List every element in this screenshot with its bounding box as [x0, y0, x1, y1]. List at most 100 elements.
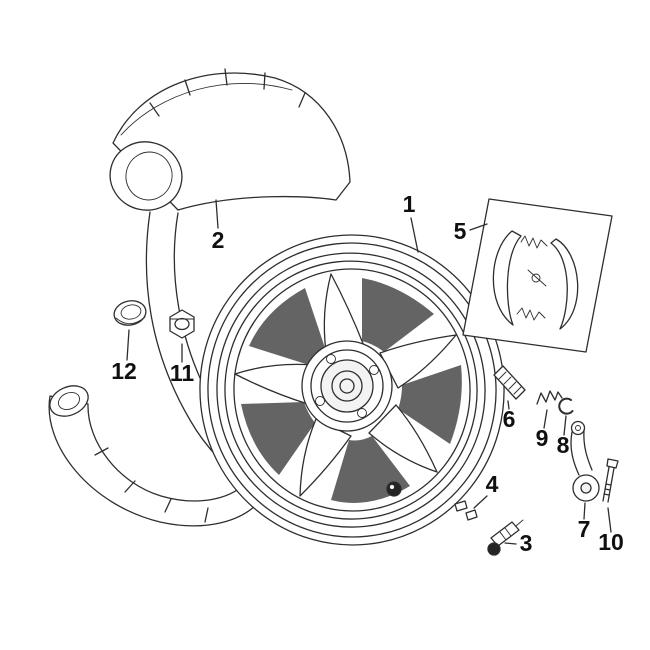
brake-arm-body-left	[570, 431, 580, 476]
brake-spring-top	[520, 235, 548, 249]
valve-collar-1	[504, 527, 512, 537]
wheel-face-edge	[233, 268, 471, 512]
brake-arm-eye	[570, 420, 586, 436]
pin-bolt-collar	[513, 386, 522, 395]
pin-bolt	[493, 365, 526, 400]
nut-hole	[174, 317, 190, 331]
callout-6: 6	[503, 400, 516, 432]
spoke-shade-4	[398, 365, 462, 444]
leader-4	[473, 495, 488, 509]
wheel-hub	[301, 340, 393, 432]
long-bolt	[602, 458, 619, 503]
callout-9: 9	[536, 409, 549, 451]
valve-collar-2	[499, 531, 507, 541]
brake-shoe-right	[550, 238, 579, 330]
bolt-threads	[603, 483, 612, 496]
washer-clip-shape	[558, 397, 574, 415]
hub-ring-4	[331, 370, 363, 402]
pin-bolt-thread-1	[498, 371, 507, 380]
callout-7: 7	[578, 502, 591, 542]
rim-valve-hole	[386, 481, 402, 497]
tire-open-end-bottom	[49, 385, 89, 417]
callout-label-4: 4	[486, 471, 499, 497]
brake-arm-eye-hole	[575, 425, 581, 431]
leader-8	[563, 415, 567, 436]
callout-10: 10	[598, 507, 624, 555]
axle-nut	[169, 309, 195, 339]
callouts: 1 2 3 4 5 6 7 8	[111, 191, 624, 556]
valve-tip	[515, 519, 524, 527]
brake-cam-line	[527, 269, 547, 287]
tire-open-end-bottom-inner	[57, 391, 81, 411]
callout-label-1: 1	[403, 191, 416, 217]
leader-5	[469, 223, 488, 231]
callout-label-7: 7	[578, 516, 591, 542]
coil-spring	[536, 390, 563, 405]
brake-shoe-assembly	[462, 198, 613, 353]
valve-core-parts	[454, 500, 478, 521]
pin-bolt-thread-2	[503, 376, 512, 385]
callout-label-6: 6	[503, 406, 516, 432]
leader-2	[215, 199, 219, 229]
leader-6	[507, 400, 510, 410]
brake-arm	[570, 420, 600, 502]
callout-12: 12	[111, 329, 137, 384]
spoke-blade-1	[323, 273, 365, 353]
brake-arm-body-right	[583, 429, 593, 471]
cap-outer	[113, 300, 147, 326]
brake-shoe-box	[462, 198, 613, 353]
pin-bolt-thread-3	[508, 381, 517, 390]
callout-label-3: 3	[520, 530, 533, 556]
hub-lug-3	[315, 396, 325, 406]
spoke-blade-4	[368, 404, 438, 473]
bolt-head	[606, 458, 619, 469]
callout-label-5: 5	[454, 218, 467, 244]
callout-label-8: 8	[557, 432, 570, 458]
callout-label-12: 12	[111, 358, 137, 384]
spoke-blade-3	[299, 418, 352, 497]
callout-label-10: 10	[598, 529, 624, 555]
valve-core-piece-2	[465, 509, 478, 521]
spoke-shade-2	[241, 402, 315, 475]
leader-3	[504, 542, 517, 545]
tire-open-end-top-inner	[125, 151, 173, 201]
brake-pivot	[531, 273, 541, 283]
callout-2: 2	[212, 199, 225, 253]
hub-lug-2	[326, 354, 336, 364]
nut-hex	[169, 309, 195, 339]
brake-arm-boss-hole	[580, 482, 592, 494]
valve-hole-inner	[389, 484, 395, 490]
spoke-shade-1	[249, 288, 325, 365]
valve-cap	[487, 542, 501, 556]
dust-cap	[113, 300, 147, 326]
leader-10	[607, 507, 612, 533]
leader-1	[410, 217, 419, 253]
tire-open-end-top	[109, 141, 183, 211]
spoke-blade-5	[379, 334, 457, 389]
leader-9	[543, 409, 548, 429]
cap-inner	[120, 304, 142, 320]
callout-5: 5	[454, 218, 488, 244]
callout-3: 3	[504, 530, 533, 556]
callout-label-9: 9	[536, 425, 549, 451]
callout-8: 8	[557, 415, 570, 458]
hub-lug-1	[369, 365, 379, 375]
tire-tread-ticks-bottom	[94, 447, 209, 523]
wheel-rim-edge-3	[216, 252, 486, 528]
spoke-blade-2	[234, 363, 314, 405]
tire	[48, 68, 351, 527]
brake-spring-bottom	[516, 307, 546, 321]
coil-spring-shape	[536, 390, 563, 405]
wheel-rim-edge-4	[224, 260, 478, 520]
tire-tread-ticks-top	[149, 68, 306, 117]
hub-lug-4	[357, 408, 367, 418]
cap-depth-line	[115, 316, 146, 325]
leader-7	[583, 502, 586, 520]
callout-11: 11	[170, 343, 195, 386]
callout-label-2: 2	[212, 227, 225, 253]
brake-shoe-left	[492, 230, 522, 326]
valve-stem	[487, 519, 524, 556]
callout-label-11: 11	[170, 360, 195, 386]
